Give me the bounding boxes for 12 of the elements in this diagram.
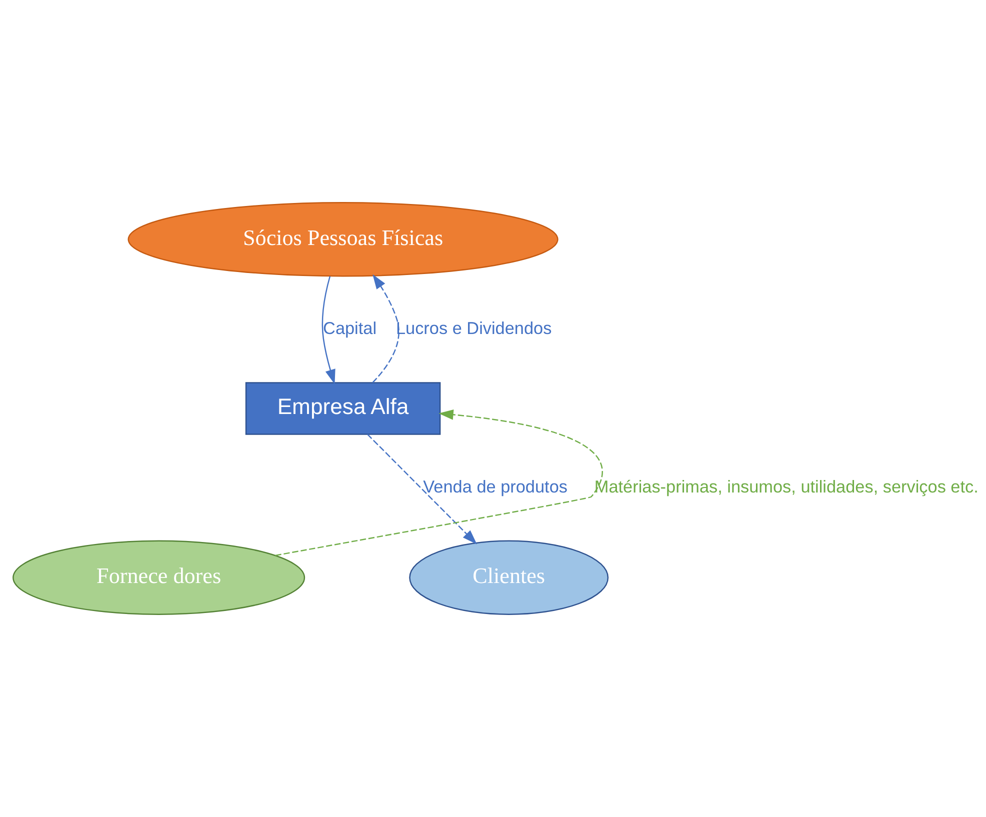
edge-label: Lucros e Dividendos [396, 318, 552, 338]
arrow [322, 276, 336, 384]
arrow [275, 410, 603, 556]
node-ellipse: Fornece dores [12, 540, 306, 615]
node-ellipse: Clientes [409, 540, 609, 615]
edge-label: Matérias-primas, insumos, utilidades, serviços etc. [594, 476, 978, 496]
arrow [372, 274, 400, 384]
edge-label: Venda de produtos [423, 476, 568, 496]
node-ellipse: Sócios Pessoas Físicas [128, 202, 558, 277]
node-box: Empresa Alfa [245, 382, 441, 435]
arrow [367, 434, 477, 544]
edge-label: Capital [323, 318, 377, 338]
